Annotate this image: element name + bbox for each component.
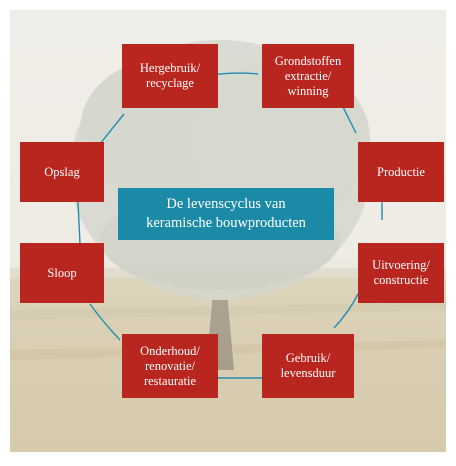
arrow-uitvoering-to-gebruik	[333, 293, 359, 329]
stage-uitvoering-constructie: Uitvoering/ constructie	[358, 243, 444, 303]
stage-opslag: Opslag	[20, 142, 104, 202]
arrow-grondstoffen-to-productie	[341, 104, 357, 134]
stage-productie: Productie	[358, 142, 444, 202]
arrow-opslag-to-hergebruik	[99, 113, 125, 145]
stage-sloop: Sloop	[20, 243, 104, 303]
stage-hergebruik-recyclage: Hergebruik/ recyclage	[122, 44, 218, 108]
stage-gebruik-levensduur: Gebruik/ levensduur	[262, 334, 354, 398]
arrow-sloop-to-opslag	[77, 201, 81, 245]
stage-onderhoud-renovatie-restauratie: Onderhoud/ renovatie/ restauratie	[122, 334, 218, 398]
arrow-onderhoud-to-sloop	[89, 303, 121, 341]
diagram-title: De levenscyclus van keramische bouwprodu…	[118, 188, 334, 240]
stage-grondstoffen-extractie-winning: Grondstoffen extractie/ winning	[262, 44, 354, 108]
